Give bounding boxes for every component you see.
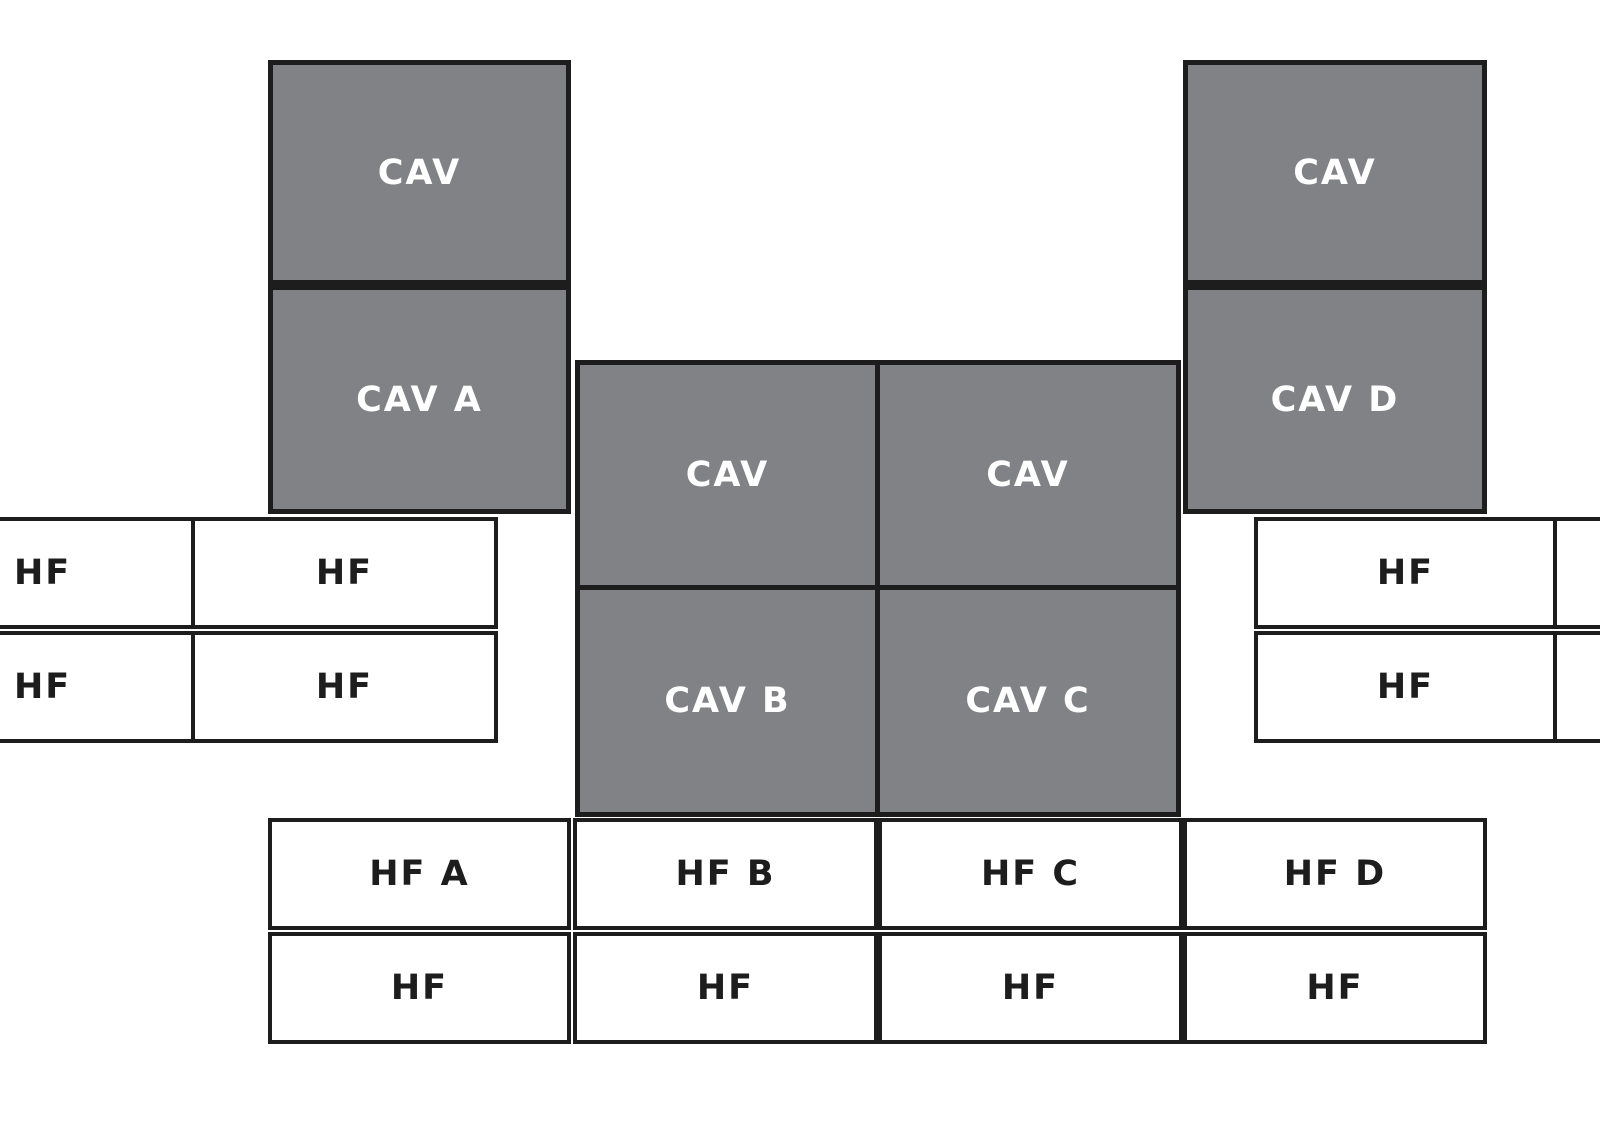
hf-block-a: HF A <box>268 818 571 930</box>
hf-block-label: HF B <box>675 854 776 894</box>
cav-block-label: CAV D <box>1270 379 1400 420</box>
hf-block-left-inner-bottom: HF <box>191 631 498 743</box>
hf-block-label: HF <box>1001 968 1060 1008</box>
hf-block-label: HF <box>14 667 72 707</box>
hf-block-label: HF <box>1376 553 1435 593</box>
hf-block-label: HF <box>315 667 374 707</box>
hf-block-label: HF <box>390 968 449 1008</box>
cav-block-top-right: CAV <box>1183 60 1487 285</box>
cav-block-label: CAV <box>377 152 462 193</box>
cav-block-label: CAV <box>986 455 1070 495</box>
cav-block-d: CAV D <box>1183 285 1487 514</box>
hf-block-label: HF <box>14 553 72 593</box>
cav-block-label: CAV <box>685 455 770 495</box>
hf-block-right-bottom: HF <box>1254 631 1557 743</box>
hf-block-label: HF <box>1376 667 1435 707</box>
hf-block-bottom-4: HF <box>1183 932 1487 1044</box>
hf-block-b: HF B <box>573 818 878 930</box>
hf-block-label: HF <box>696 968 755 1008</box>
hf-block-d: HF D <box>1183 818 1487 930</box>
hf-block-label: HF <box>1306 968 1364 1008</box>
hf-block-label: HF <box>315 553 374 593</box>
hf-block-right-edge-top <box>1553 517 1600 629</box>
cav-block-a: CAV A <box>268 285 571 514</box>
hf-block-bottom-3: HF <box>878 932 1183 1044</box>
hf-block-bottom-2: HF <box>573 932 878 1044</box>
hf-block-left-outer-top: HF <box>0 517 195 629</box>
cav-block-c: CAV C <box>875 585 1181 817</box>
cav-block-label: CAV C <box>965 681 1091 721</box>
hf-block-right-top: HF <box>1254 517 1557 629</box>
cav-block-middle-top-right: CAV <box>875 360 1181 590</box>
hf-block-bottom-1: HF <box>268 932 571 1044</box>
hf-block-left-inner-top: HF <box>191 517 498 629</box>
cav-block-b: CAV B <box>575 585 880 817</box>
hf-block-label: HF A <box>369 854 470 894</box>
hf-block-c: HF C <box>878 818 1183 930</box>
cav-block-label: CAV <box>1293 152 1377 193</box>
hf-block-right-edge-bottom <box>1553 631 1600 743</box>
hf-block-label: HF C <box>980 854 1081 894</box>
cav-block-middle-top-left: CAV <box>575 360 880 590</box>
cav-block-label: CAV B <box>664 681 791 721</box>
hf-block-left-outer-bottom: HF <box>0 631 195 743</box>
cav-block-label: CAV A <box>356 379 483 420</box>
hf-block-label: HF D <box>1283 854 1387 894</box>
cav-block-top-left: CAV <box>268 60 571 285</box>
